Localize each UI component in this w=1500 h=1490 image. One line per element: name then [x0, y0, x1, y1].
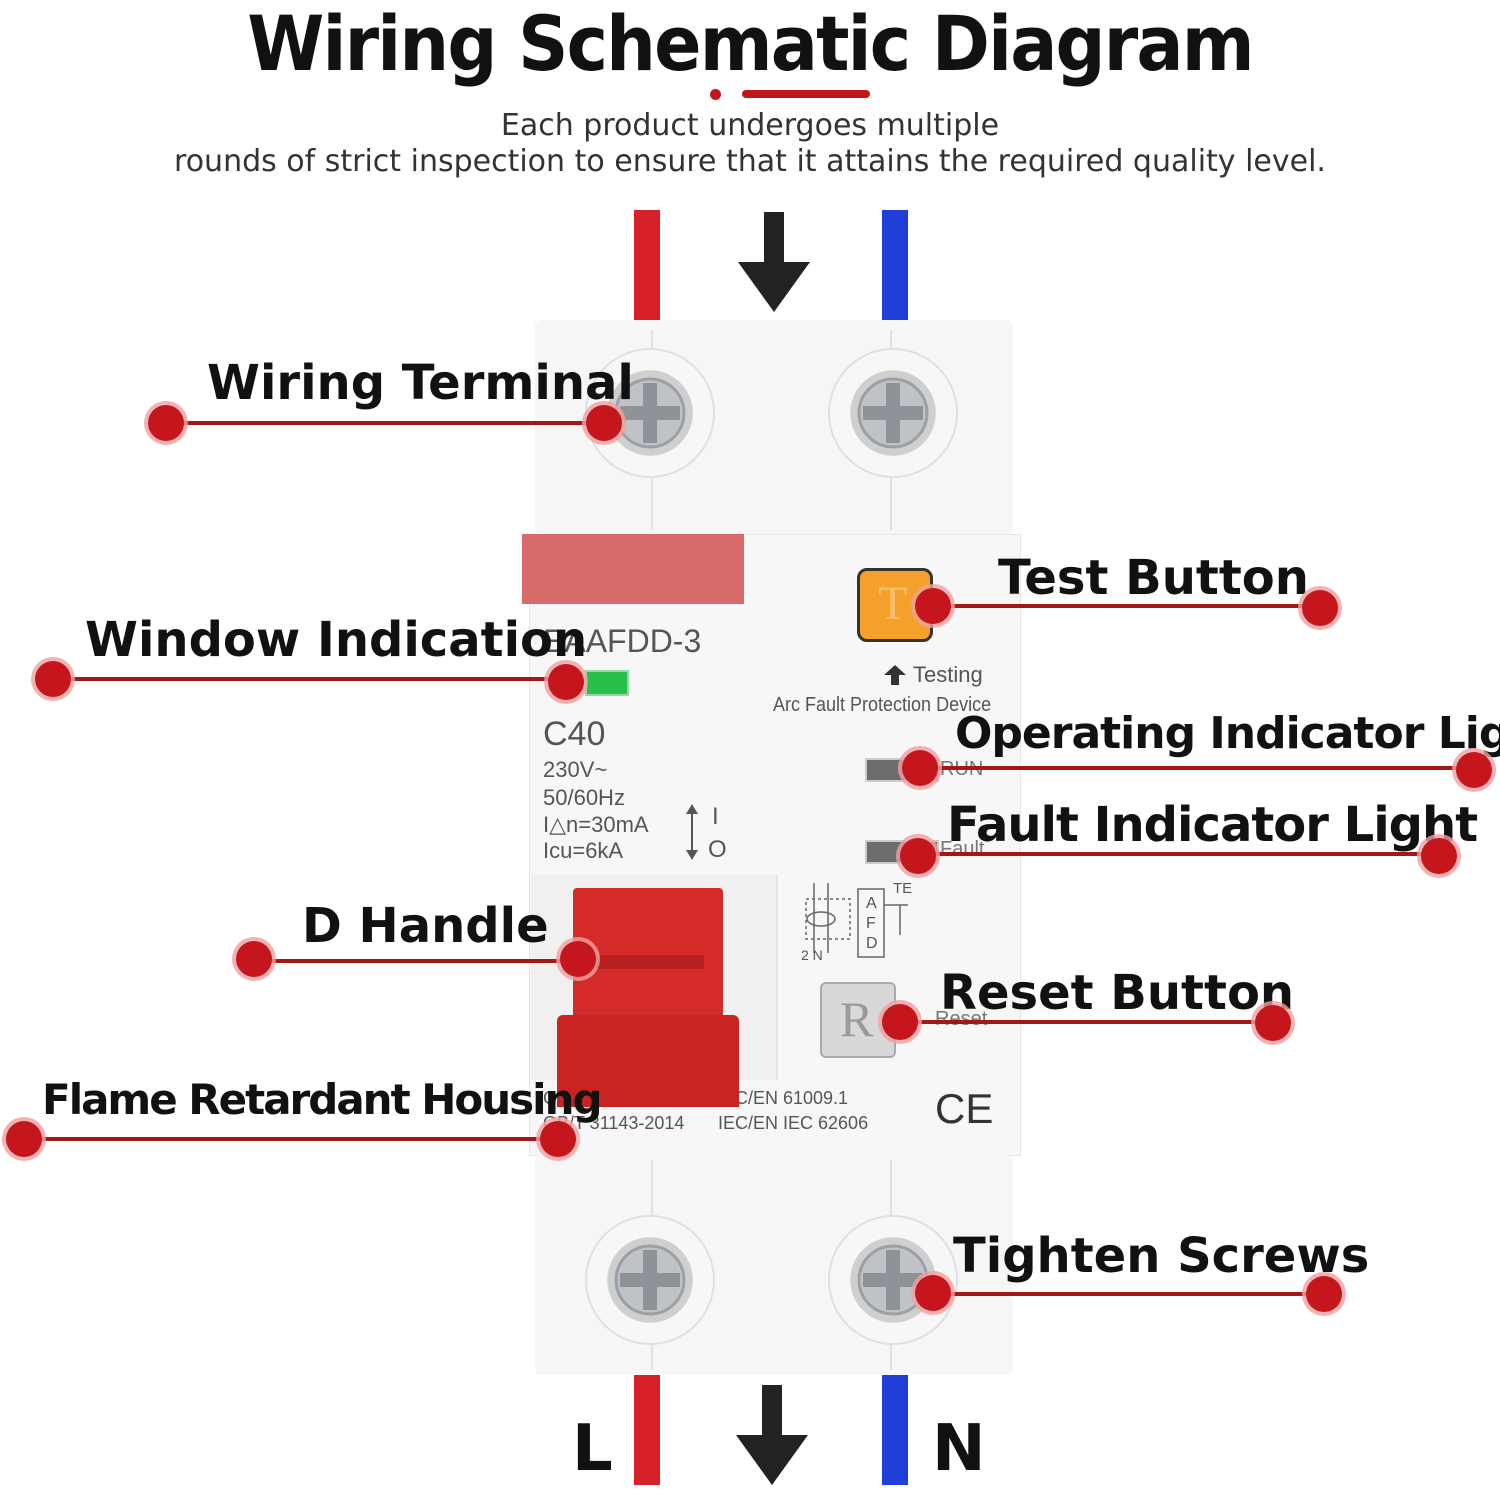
top-right-screw-icon: [828, 348, 958, 478]
fault-indicator-light-leader: [918, 852, 1438, 856]
wiring-terminal-leader: [166, 421, 606, 425]
down-arrow-bottom-icon: [736, 1385, 808, 1485]
afd-letter-a: A: [866, 895, 877, 912]
bottom-right-screw-icon: [828, 1215, 958, 1345]
d-handle-leader: [254, 959, 580, 963]
test-button-dot-outer: [1302, 590, 1338, 626]
brand-label-block: [522, 534, 744, 604]
d-handle-dot-inner: [560, 941, 596, 977]
rating-label: C40: [543, 715, 606, 753]
bottom-left-screw-icon: [585, 1215, 715, 1345]
test-button-leader: [935, 604, 1320, 608]
reset-button-leader: [900, 1020, 1274, 1024]
standard-2-left: GB/T 31143-2014: [543, 1113, 685, 1133]
residual-current-label: I△n=30mA: [543, 812, 649, 837]
frequency-label: 50/60Hz: [543, 785, 625, 810]
window-indication-dot-outer: [35, 661, 71, 697]
tighten-screws-leader: [935, 1292, 1325, 1296]
d-handle-dot-outer: [236, 941, 272, 977]
model-number: EAAFDD-3: [543, 623, 702, 659]
fault-indicator-light-dot-inner: [900, 838, 936, 874]
title-decoration-line: [742, 90, 870, 98]
breaking-capacity-label: Icu=6kA: [543, 838, 624, 863]
operating-indicator-light-leader: [920, 766, 1475, 770]
top-left-screw-icon: [585, 348, 715, 478]
fault-indicator-light-dot-outer: [1421, 838, 1457, 874]
subtitle-line-1: Each product undergoes multiple: [500, 108, 1000, 143]
standard-1-left: G: [543, 1088, 558, 1108]
schematic-terminal-label: 2 N: [801, 947, 823, 963]
tighten-screws-label: Tighten Screws: [953, 1228, 1370, 1284]
reset-button-label: Reset Button: [940, 965, 1295, 1021]
window-indication-dot-inner: [548, 664, 584, 700]
afd-letter-f: F: [866, 915, 876, 932]
live-terminal-label: L: [572, 1412, 613, 1486]
operating-indicator-light-dot-inner: [902, 750, 938, 786]
flame-retardant-housing-label: Flame Retardant Housing: [42, 1075, 603, 1124]
reset-button-dot-inner: [882, 1004, 918, 1040]
reset-button-dot-outer: [1255, 1005, 1291, 1041]
neutral-wire-bottom: [882, 1375, 908, 1485]
standard-2-right: IEC/EN IEC 62606: [718, 1113, 869, 1133]
test-button-label: Test Button: [998, 550, 1309, 606]
window-indicator-light: [585, 670, 629, 696]
fault-indicator-light-label: Fault Indicator Light: [947, 797, 1478, 853]
d-handle-grip: [557, 1015, 739, 1107]
internal-schematic-icon: [805, 883, 908, 958]
flame-retardant-housing-leader: [24, 1137, 560, 1141]
reset-button-letter: R: [840, 991, 874, 1047]
flame-retardant-housing-dot-inner: [540, 1121, 576, 1157]
wiring-terminal-dot-outer: [148, 405, 184, 441]
afd-letter-d: D: [866, 935, 878, 952]
operating-indicator-light-dot-outer: [1456, 752, 1492, 788]
te-label: TE: [893, 880, 913, 897]
window-indication-label: Window Indication: [85, 612, 588, 668]
off-symbol: O: [708, 836, 727, 863]
standard-1-right: C/EN 61009.1: [735, 1088, 849, 1108]
d-handle-label: D Handle: [302, 898, 549, 954]
testing-label: Testing: [913, 662, 983, 687]
wiring-terminal-dot-inner: [586, 405, 622, 441]
live-wire-top: [634, 210, 660, 322]
window-indication-leader: [53, 677, 568, 681]
tighten-screws-dot-inner: [915, 1275, 951, 1311]
reset-label: Reset: [935, 1008, 988, 1030]
neutral-wire-top: [882, 210, 908, 322]
tighten-screws-dot-outer: [1306, 1276, 1342, 1312]
test-button-dot-inner: [915, 588, 951, 624]
diagram-title: Wiring Schematic Diagram: [247, 0, 1254, 88]
device-name-label: Arc Fault Protection Device: [773, 694, 992, 716]
down-arrow-top-icon: [738, 212, 810, 312]
subtitle-line-2: rounds of strict inspection to ensure th…: [174, 144, 1326, 179]
test-button-letter: T: [878, 577, 908, 630]
on-symbol: I: [712, 803, 719, 830]
operating-indicator-light-label: Operating Indicator Light: [955, 708, 1500, 759]
d-handle-ridge: [592, 955, 704, 969]
live-wire-bottom: [634, 1375, 660, 1485]
up-arrow-icon: [884, 665, 906, 685]
flame-retardant-housing-dot-outer: [6, 1121, 42, 1157]
title-decoration-dot: [710, 89, 721, 100]
on-off-arrow-icon: [686, 804, 698, 860]
voltage-label: 230V~: [543, 757, 608, 782]
wiring-terminal-label: Wiring Terminal: [207, 355, 634, 411]
neutral-terminal-label: N: [932, 1412, 986, 1486]
ce-mark: CE: [935, 1085, 994, 1132]
